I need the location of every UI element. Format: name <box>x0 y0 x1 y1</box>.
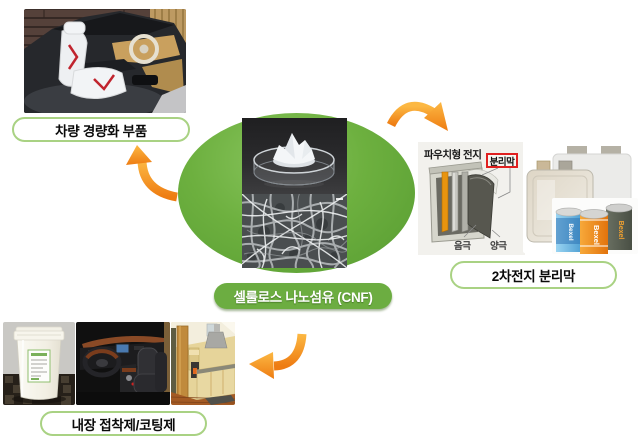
pouch-battery-title: 파우치형 전지 <box>424 149 482 161</box>
battery-separator-label: 2차전지 분리막 <box>450 261 617 289</box>
room-interior-photo <box>171 322 235 405</box>
cylindrical-cells-photo: Bexel Bexel Bexel <box>552 198 638 254</box>
pouch-battery-illustration <box>428 161 511 243</box>
anode-label: 음극 <box>454 241 471 252</box>
cnf-gel-illustration <box>242 118 347 194</box>
arrow-to-adhesive-coating <box>249 333 307 379</box>
adhesive-pail-photo <box>3 322 75 405</box>
battery-brand-text: Bexel <box>592 225 601 245</box>
adhesive-pail-illustration <box>3 322 75 405</box>
arrow-to-lightweight-parts <box>126 145 178 202</box>
cnf-sem-photo <box>242 194 347 268</box>
separator-callout: 분리막 <box>486 153 518 168</box>
cylindrical-cells-illustration: Bexel Bexel Bexel <box>552 198 638 254</box>
arrow-to-battery-separator <box>386 101 448 131</box>
cathode-label: 양극 <box>490 241 507 252</box>
cnf-gel-photo <box>242 118 347 194</box>
cnf-label: 셀룰로스 나노섬유 (CNF) <box>214 283 392 309</box>
room-interior-illustration <box>171 322 235 405</box>
battery-brand-text: Bexel <box>617 221 624 240</box>
concept-car-photo <box>24 9 186 113</box>
pouch-battery-diagram: 파우치형 전지 분리막 음극 양극 <box>418 142 525 255</box>
lightweight-parts-label: 차량 경량화 부품 <box>12 117 190 142</box>
adhesive-coating-label: 내장 접착제/코팅제 <box>40 411 207 436</box>
battery-brand-text: Bexel <box>567 223 574 241</box>
concept-car-illustration <box>24 9 186 113</box>
car-interior-illustration <box>76 322 170 405</box>
car-interior-photo <box>76 322 170 405</box>
cnf-sem-illustration <box>242 194 347 268</box>
